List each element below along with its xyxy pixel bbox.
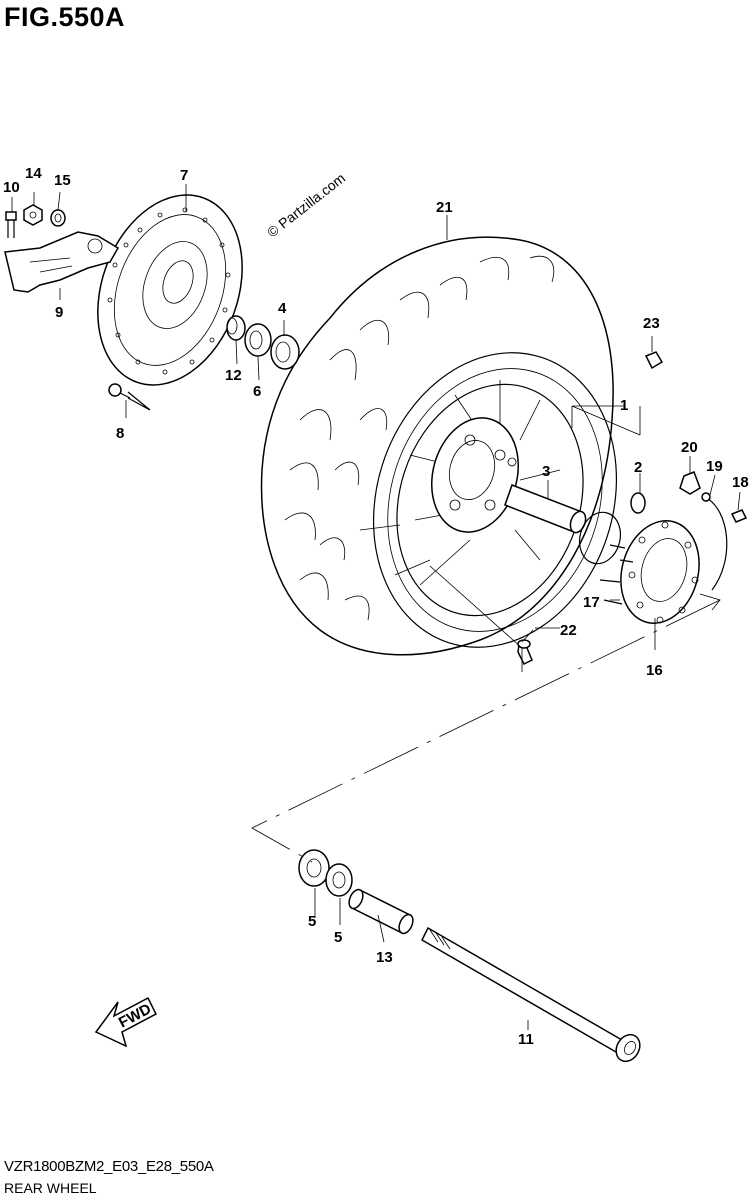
bolt-10[interactable] bbox=[5, 211, 17, 238]
spacer-13[interactable] bbox=[346, 887, 415, 935]
plate-20[interactable] bbox=[679, 471, 701, 495]
label-13: 13 bbox=[376, 949, 393, 966]
o-ring[interactable] bbox=[574, 508, 626, 569]
label-12: 12 bbox=[225, 367, 242, 384]
washer-15[interactable] bbox=[50, 209, 66, 227]
leader-lines bbox=[11, 184, 741, 1030]
rear-axle[interactable] bbox=[421, 926, 645, 1066]
figure-title: FIG.550A bbox=[4, 2, 126, 32]
circlip-19[interactable] bbox=[704, 496, 728, 591]
oil-seal-6[interactable] bbox=[244, 323, 272, 357]
label-11: 11 bbox=[518, 1031, 534, 1048]
label-10: 10 bbox=[3, 179, 20, 196]
brake-disc[interactable] bbox=[73, 175, 268, 406]
stud-bolts[interactable] bbox=[599, 544, 634, 605]
figure-name: REAR WHEEL bbox=[4, 1180, 97, 1196]
label-14: 14 bbox=[25, 165, 42, 182]
label-21: 21 bbox=[436, 199, 453, 216]
label-1: 1 bbox=[620, 397, 628, 414]
label-8: 8 bbox=[116, 425, 124, 442]
axle-spacer[interactable] bbox=[504, 484, 588, 535]
air-valve[interactable] bbox=[517, 639, 533, 666]
label-17: 17 bbox=[583, 594, 600, 611]
label-5a: 5 bbox=[308, 913, 316, 930]
fwd-arrow: FWD bbox=[94, 996, 157, 1048]
collar-12[interactable] bbox=[226, 315, 246, 341]
caliper-bracket[interactable] bbox=[4, 231, 120, 293]
label-16: 16 bbox=[646, 662, 663, 679]
label-7: 7 bbox=[180, 167, 188, 184]
label-6: 6 bbox=[253, 383, 261, 400]
label-20: 20 bbox=[681, 439, 698, 456]
label-15: 15 bbox=[54, 172, 71, 189]
watermark: © Partzilla.com bbox=[264, 170, 348, 241]
label-9: 9 bbox=[55, 304, 63, 321]
bearing-4[interactable] bbox=[270, 334, 300, 370]
bolt-18[interactable] bbox=[730, 509, 748, 523]
label-3: 3 bbox=[542, 463, 550, 480]
nut-23[interactable] bbox=[644, 351, 664, 370]
label-4: 4 bbox=[278, 300, 287, 317]
label-23: 23 bbox=[643, 315, 660, 332]
nut-14[interactable] bbox=[23, 204, 43, 226]
rear-tire[interactable] bbox=[260, 236, 654, 679]
label-5b: 5 bbox=[334, 929, 342, 946]
label-2: 2 bbox=[634, 459, 642, 476]
damper-2[interactable] bbox=[630, 492, 646, 514]
sprocket-mounting-drum[interactable] bbox=[610, 512, 710, 632]
label-19: 19 bbox=[706, 458, 723, 475]
disc-bolt[interactable] bbox=[108, 383, 151, 411]
bearing-5b[interactable] bbox=[325, 863, 353, 897]
label-22: 22 bbox=[560, 622, 577, 639]
figure-code: VZR1800BZM2_E03_E28_550A bbox=[4, 1158, 214, 1175]
label-18: 18 bbox=[732, 474, 749, 491]
bearing-5a[interactable] bbox=[298, 849, 330, 887]
